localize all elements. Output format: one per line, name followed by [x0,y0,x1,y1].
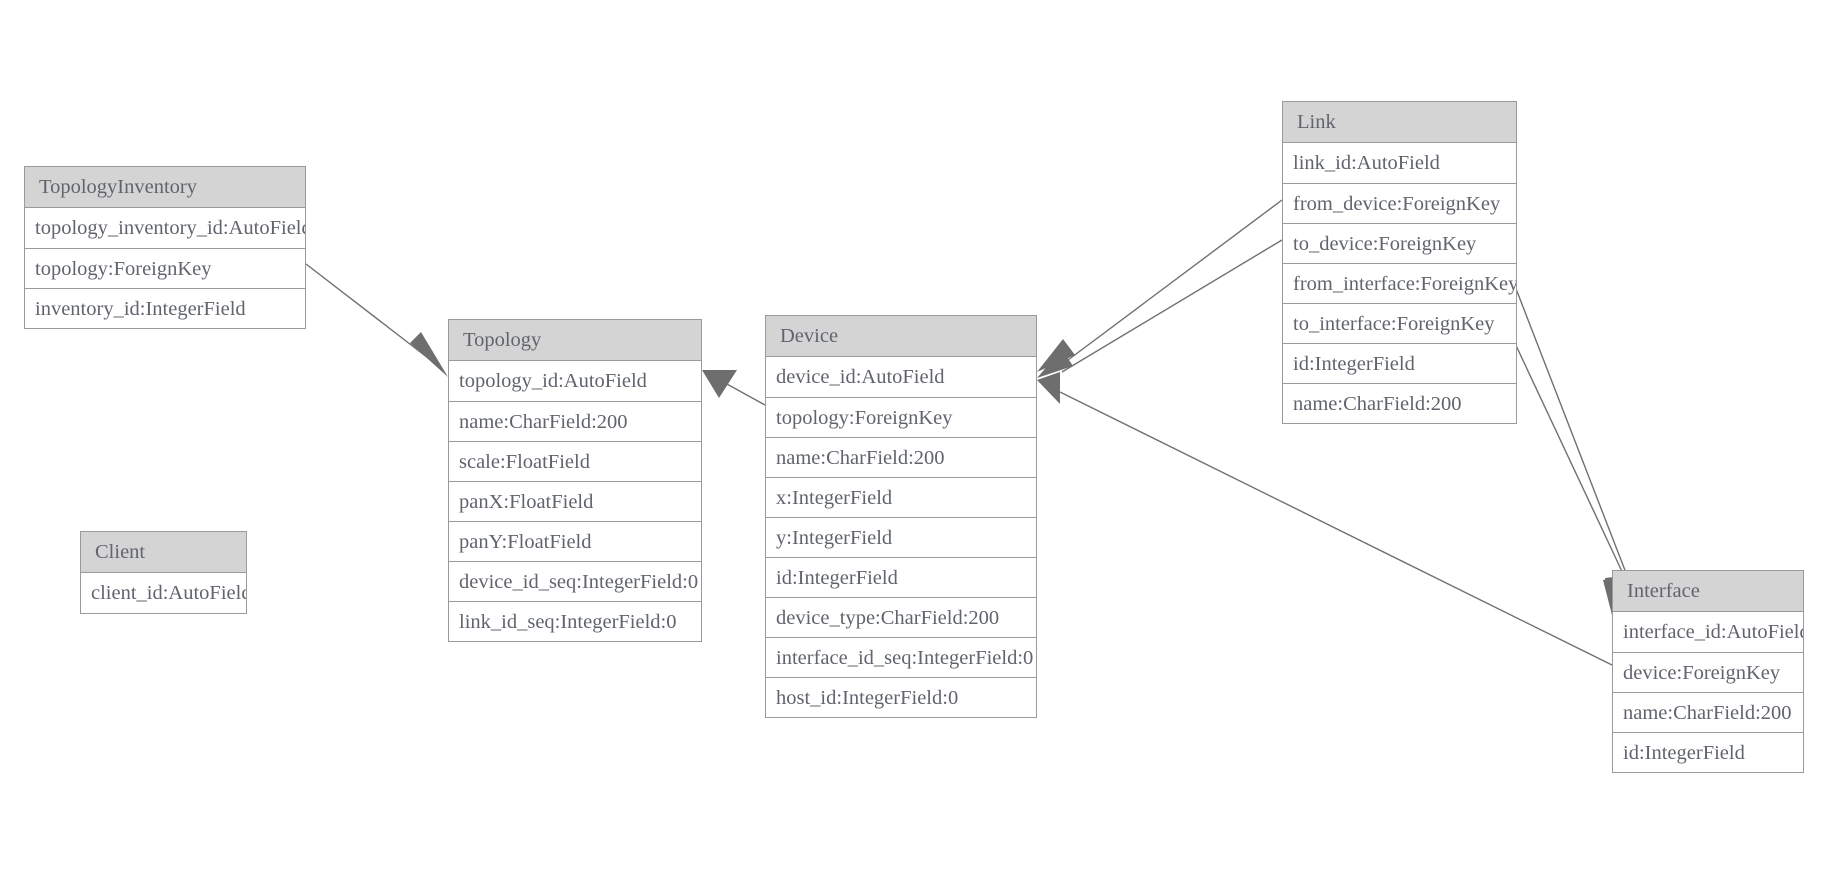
entity-field[interactable]: client_id:AutoField [91,582,246,604]
entity-title-topology_inventory: TopologyInventory [25,167,305,208]
entity-field[interactable]: name:CharField:200 [766,437,1036,477]
entity-field[interactable]: x:IntegerField [766,477,1036,517]
entity-topology[interactable]: Topology topology_id:AutoField name:CharFi… [448,319,702,642]
entity-title-topology: Topology [449,320,701,361]
entity-field[interactable]: device:ForeignKey [1613,652,1803,692]
entity-field[interactable]: topology:ForeignKey [766,397,1036,437]
entity-field[interactable]: name:CharField:200 [449,401,701,441]
entity-field[interactable]: id:IntegerField [1613,732,1803,772]
entity-interface[interactable]: Interface interface_id:AutoField device:Fo… [1612,570,1804,773]
entity-field[interactable]: topology:ForeignKey [25,248,305,288]
entity-field[interactable]: from_device:ForeignKey [1283,183,1516,223]
entity-fields-client: client_id:AutoField [81,573,246,613]
entity-field[interactable]: device_type:CharField:200 [766,597,1036,637]
edge-link-to-device-to-device [1037,239,1283,378]
entity-title-client: Client [81,532,246,573]
edge-topologyinventory-to-topology [305,263,448,377]
entity-field[interactable]: y:IntegerField [766,517,1036,557]
entity-field[interactable]: panX:FloatField [449,481,701,521]
entity-field[interactable]: topology_id:AutoField [459,370,647,392]
entity-field[interactable]: id:IntegerField [766,557,1036,597]
entity-title-device: Device [766,316,1036,357]
entity-link[interactable]: Link link_id:AutoField from_device:Foreign… [1282,101,1517,424]
entity-field[interactable]: to_device:ForeignKey [1283,223,1516,263]
entity-field[interactable]: panY:FloatField [449,521,701,561]
entity-field[interactable]: from_interface:ForeignKey [1283,263,1516,303]
entity-field[interactable]: link_id_seq:IntegerField:0 [449,601,701,641]
entity-field[interactable]: interface_id:AutoField [1623,621,1803,643]
entity-client[interactable]: Client client_id:AutoField [80,531,247,614]
entity-field[interactable]: inventory_id:IntegerField [25,288,305,328]
entity-title-link: Link [1283,102,1516,143]
entity-field[interactable]: name:CharField:200 [1283,383,1516,423]
entity-field[interactable]: interface_id_seq:IntegerField:0 [766,637,1036,677]
entity-field[interactable]: id:IntegerField [1283,343,1516,383]
entity-field[interactable]: host_id:IntegerField:0 [766,677,1036,717]
entity-field[interactable]: device_id_seq:IntegerField:0 [449,561,701,601]
entity-fields-topology_inventory: topology_inventory_id:AutoField topology:… [25,208,305,328]
entity-field[interactable]: link_id:AutoField [1293,152,1440,174]
entity-title-interface: Interface [1613,571,1803,612]
entity-field[interactable]: to_interface:ForeignKey [1283,303,1516,343]
edge-link-from-interface-to-interface [1512,280,1639,615]
entity-field[interactable]: device_id:AutoField [776,366,945,388]
edge-device-to-topology [702,370,766,406]
entity-field[interactable]: name:CharField:200 [1613,692,1803,732]
entity-field[interactable]: topology_inventory_id:AutoField [35,217,305,239]
entity-field[interactable]: scale:FloatField [449,441,701,481]
edge-link-from-device-to-device [1037,199,1283,372]
entity-device[interactable]: Device device_id:AutoField topology:Foreig… [765,315,1037,718]
